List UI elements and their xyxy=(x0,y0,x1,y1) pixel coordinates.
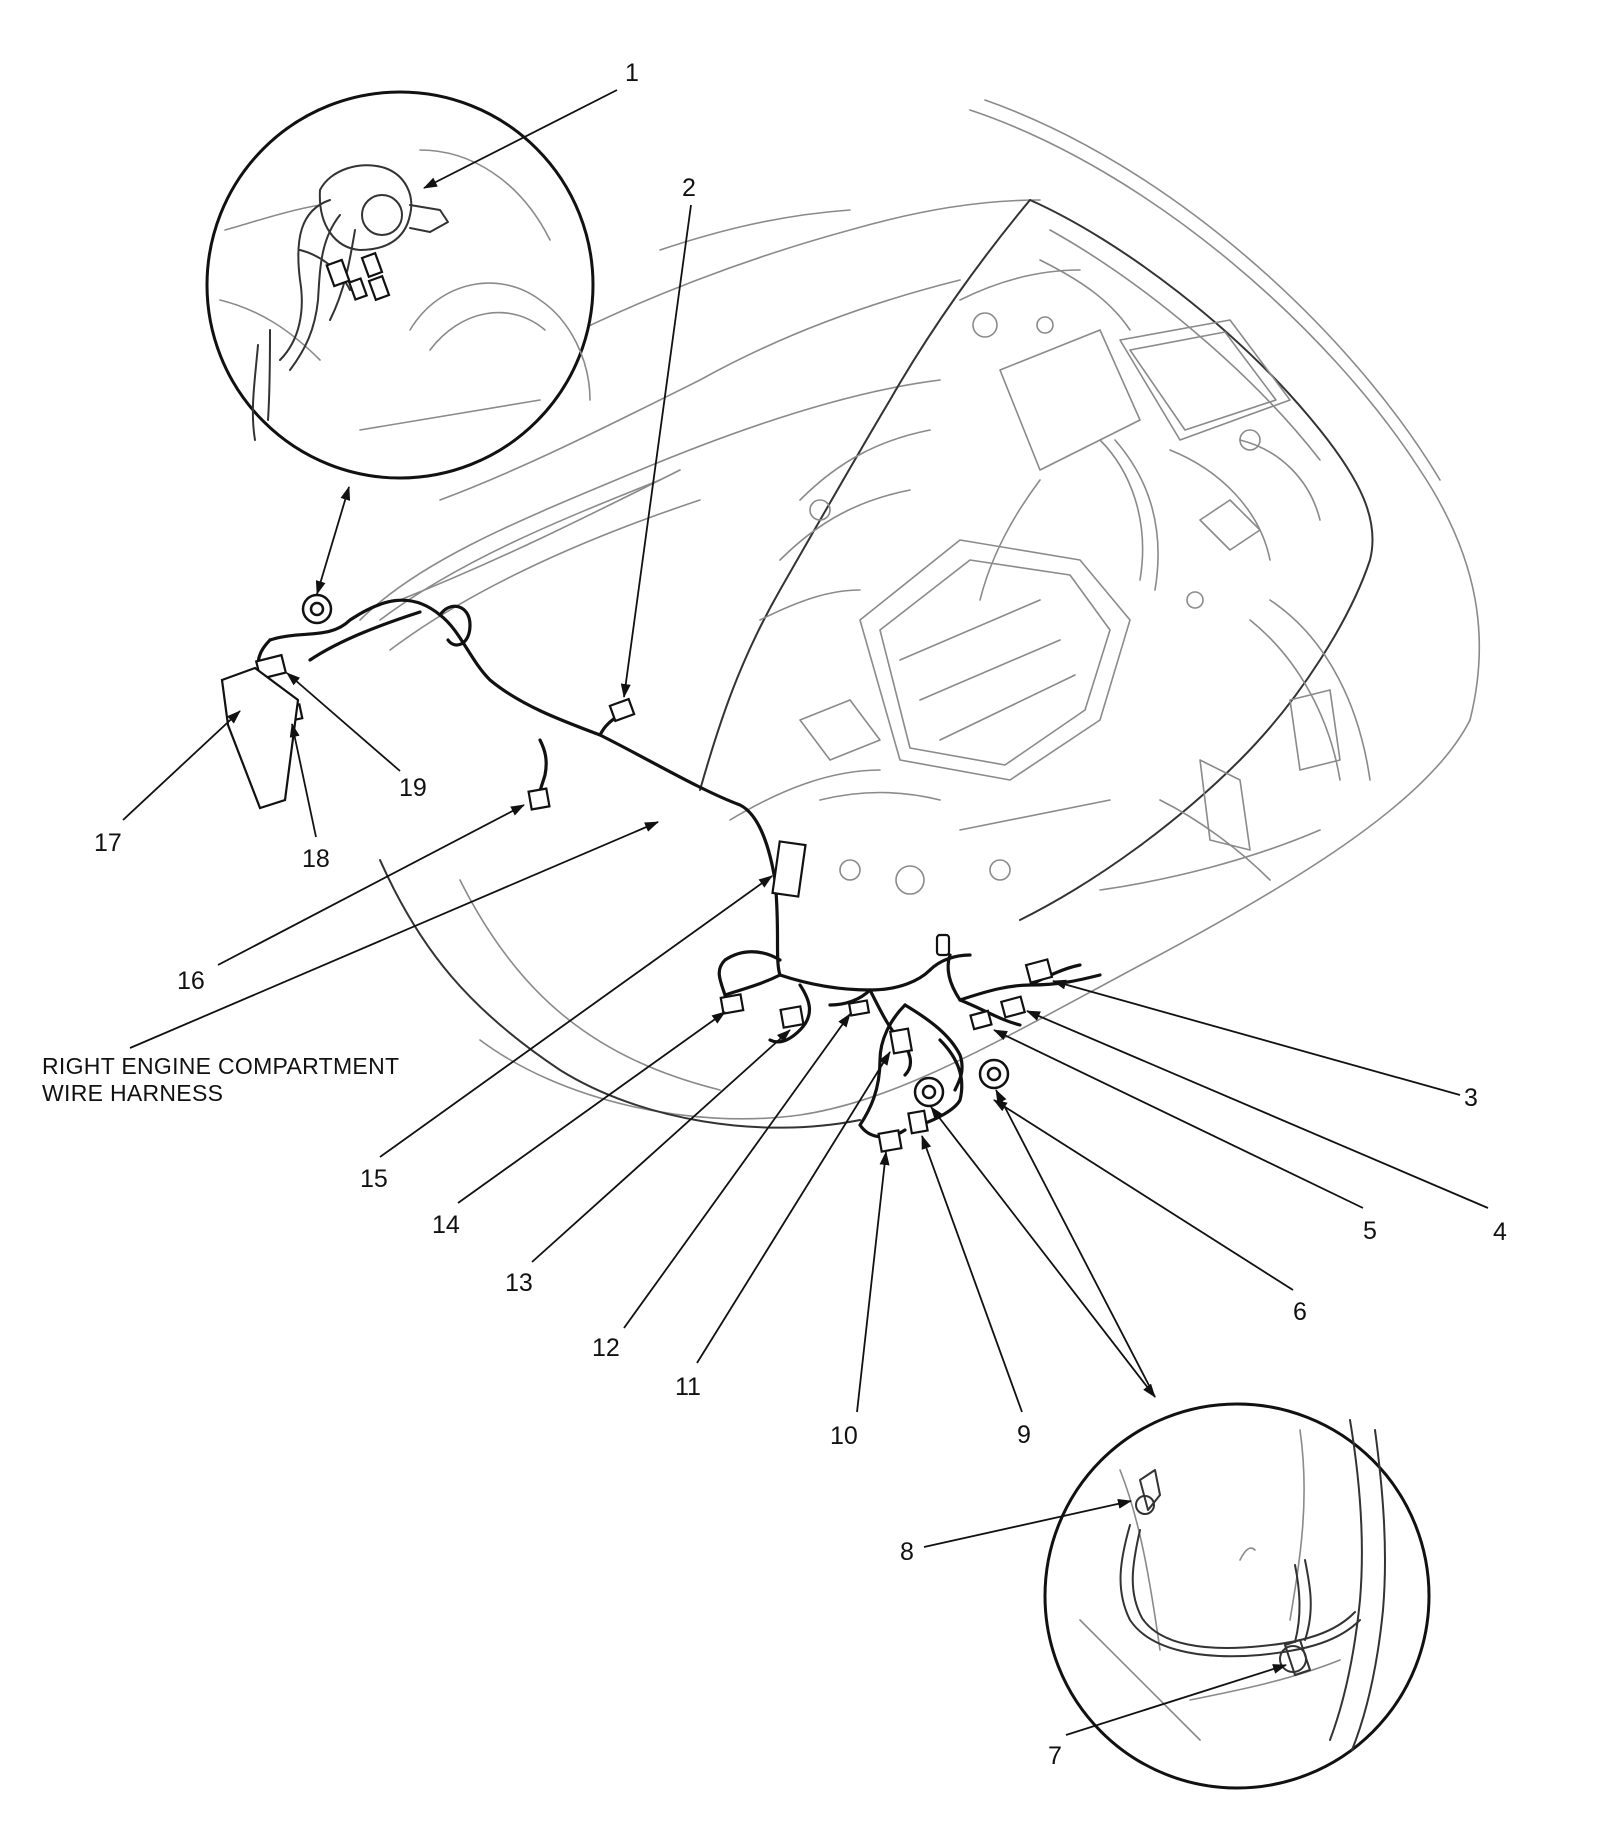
callout-8: 8 xyxy=(900,1538,914,1566)
connector-2 xyxy=(608,697,636,723)
callout-9: 9 xyxy=(1017,1421,1031,1449)
connector-upper-center xyxy=(935,933,951,957)
vehicle-body-outline xyxy=(359,99,1481,1129)
callout-leaders xyxy=(122,89,1489,1736)
connector-5 xyxy=(999,995,1027,1019)
right-engine-compartment-wire-harness xyxy=(256,598,1102,1139)
callout-4: 4 xyxy=(1493,1218,1507,1246)
caption-line-1: RIGHT ENGINE COMPARTMENT xyxy=(42,1053,399,1079)
connector-16 xyxy=(527,787,551,811)
engine-assembly xyxy=(729,259,1321,895)
ecm-box xyxy=(220,666,300,810)
callout-5: 5 xyxy=(1363,1217,1377,1245)
connector-6 xyxy=(969,1009,993,1031)
detail-view-bottom xyxy=(1043,1402,1431,1790)
callout-6: 6 xyxy=(1293,1298,1307,1326)
connector-12 xyxy=(847,999,871,1017)
detail-view-top xyxy=(205,90,595,480)
connector-3 xyxy=(1024,958,1054,984)
caption-line-2: WIRE HARNESS xyxy=(42,1080,223,1106)
callout-3: 3 xyxy=(1464,1084,1478,1112)
callout-11: 11 xyxy=(675,1373,701,1401)
callout-13: 13 xyxy=(505,1269,533,1297)
callout-17: 17 xyxy=(94,829,122,857)
callout-10: 10 xyxy=(830,1422,858,1450)
connector-9 xyxy=(907,1109,929,1135)
callout-15: 15 xyxy=(360,1165,388,1193)
connector-15 xyxy=(771,840,807,898)
connectors xyxy=(220,593,1054,1153)
callout-16: 16 xyxy=(177,967,205,995)
callout-12: 12 xyxy=(592,1334,620,1362)
callout-labels: 1 2 3 4 5 6 7 8 9 10 11 12 13 14 15 16 1… xyxy=(94,59,1507,1770)
callout-1: 1 xyxy=(625,59,639,87)
connector-11 xyxy=(888,1027,914,1055)
connector-14 xyxy=(719,993,745,1015)
callout-2: 2 xyxy=(682,174,696,202)
connector-13 xyxy=(779,1005,805,1029)
harness-caption: RIGHT ENGINE COMPARTMENT WIRE HARNESS xyxy=(42,1053,399,1106)
callout-14: 14 xyxy=(432,1211,460,1239)
connector-10 xyxy=(877,1129,903,1153)
callout-18: 18 xyxy=(302,845,330,873)
callout-19: 19 xyxy=(399,774,427,802)
callout-7: 7 xyxy=(1048,1742,1062,1770)
